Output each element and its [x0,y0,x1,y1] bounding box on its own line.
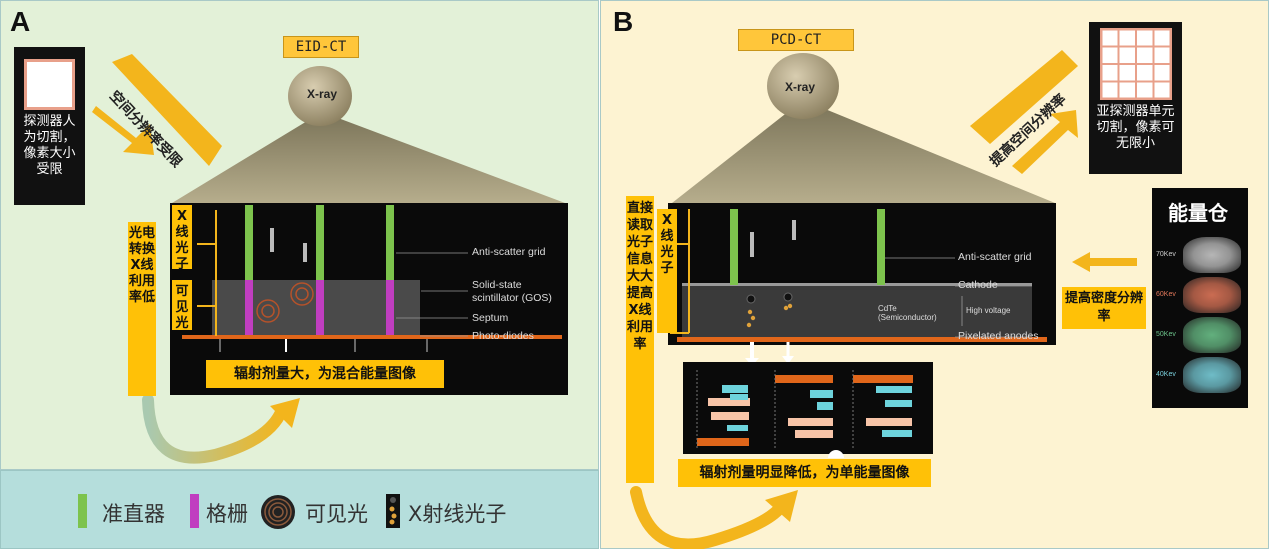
histogram-group-1 [697,385,750,446]
energy-bin-label: 50Kev [1156,331,1176,338]
caption-b: 辐射剂量明显降低，为单能量图像 [678,459,931,487]
label-semiconductor: (Semiconductor) [878,313,937,322]
diag-arrow-a [92,106,154,155]
septum-bar [386,280,394,336]
pixelated-anodes [677,337,1047,342]
label-high-voltage: High voltage [966,306,1011,315]
septum-bar [316,280,324,336]
xray-text-a: X-ray [307,87,338,101]
label-pixelated-anodes: Pixelated anodes [958,330,1039,342]
legend-photon-icon [386,494,400,528]
energy-bin-image [1183,237,1241,273]
legend-grid: 格栅 [206,502,248,526]
septum-bar [245,280,253,336]
label-scintillator: scintillator (GOS) [472,292,552,304]
legend-visible-light: 可见光 [305,502,368,526]
xray-text-b: X-ray [785,80,816,94]
collimator-bar [386,205,394,280]
collimator-bar [245,205,253,280]
curved-arrow-b [630,486,786,549]
panel-b-letter: B [613,6,634,37]
pixel-note-a: 探测器人为切割，像素大小受限 [14,47,85,205]
visible-light [290,282,314,306]
density-text: 提高密度分辨率 [1062,287,1146,329]
legend-photon: X射线光子 [408,502,507,526]
histogram-group-3 [853,375,913,437]
xray-beam-a [172,112,565,203]
energy-bin-image [1183,317,1241,353]
energy-bin-label: 40Kev [1156,371,1176,378]
zone-xray-photon-a: X线光子 [172,205,192,272]
visible-light [256,299,280,323]
panel-b-graphics [630,50,1248,549]
label-cathode: Cathode [958,279,998,291]
subpixel-grid-icon [1099,28,1172,100]
curved-arrow-a [142,394,288,464]
legend-collimator: 准直器 [102,502,165,526]
eid-ct-label: EID-CT [283,36,359,58]
arrow-banner-a [112,54,222,166]
label-anti-scatter-b: Anti-scatter grid [958,251,1032,263]
side-text-b: 直接读取光子信息 大大提高X线利用率 [626,196,654,483]
pixel-note-b: 亚探测器单元切割，像素可无限小 [1089,22,1182,174]
xray-beam-b [672,100,1055,203]
cdte-b [682,285,1032,337]
legend [0,470,599,549]
legend-grid-swatch [190,494,199,528]
energy-bin-label: 70Kev [1156,251,1176,258]
panel-a-letter: A [10,6,31,37]
label-solid-state: Solid-state [472,279,522,291]
xray-source-a [288,66,352,126]
side-text-a: 光电转换 X线利用率低 [128,222,156,396]
label-septum: Septum [472,312,509,324]
legend-visible-light-icon [261,495,295,529]
pcd-ct-label: PCD-CT [738,29,854,51]
energy-bin-label: 60Kev [1156,291,1176,298]
zone-xray-photon-b: X线光子 [657,209,677,333]
energy-bin-image [1183,277,1241,313]
density-arrow [1072,252,1137,272]
caption-a: 辐射剂量大，为混合能量图像 [206,360,444,388]
single-pixel-icon [24,59,75,110]
zone-visible-light-a: 可见光 [172,280,192,331]
label-photodiodes: Photo-diodes [472,330,534,342]
diag-arrow-b [1012,110,1078,174]
panel-a-graphics [92,54,568,464]
photodiode-strip [182,335,562,339]
label-anti-scatter-a: Anti-scatter grid [472,246,546,258]
collimator-bar [316,205,324,280]
arrow-banner-b [970,50,1078,144]
energy-bin-title: 能量仓 [1168,201,1228,225]
legend-collimator-swatch [78,494,87,528]
label-cdte: CdTe [878,304,897,313]
histogram-group-2 [775,375,833,438]
energy-bin-image [1183,357,1241,393]
xray-source-b [767,53,839,119]
